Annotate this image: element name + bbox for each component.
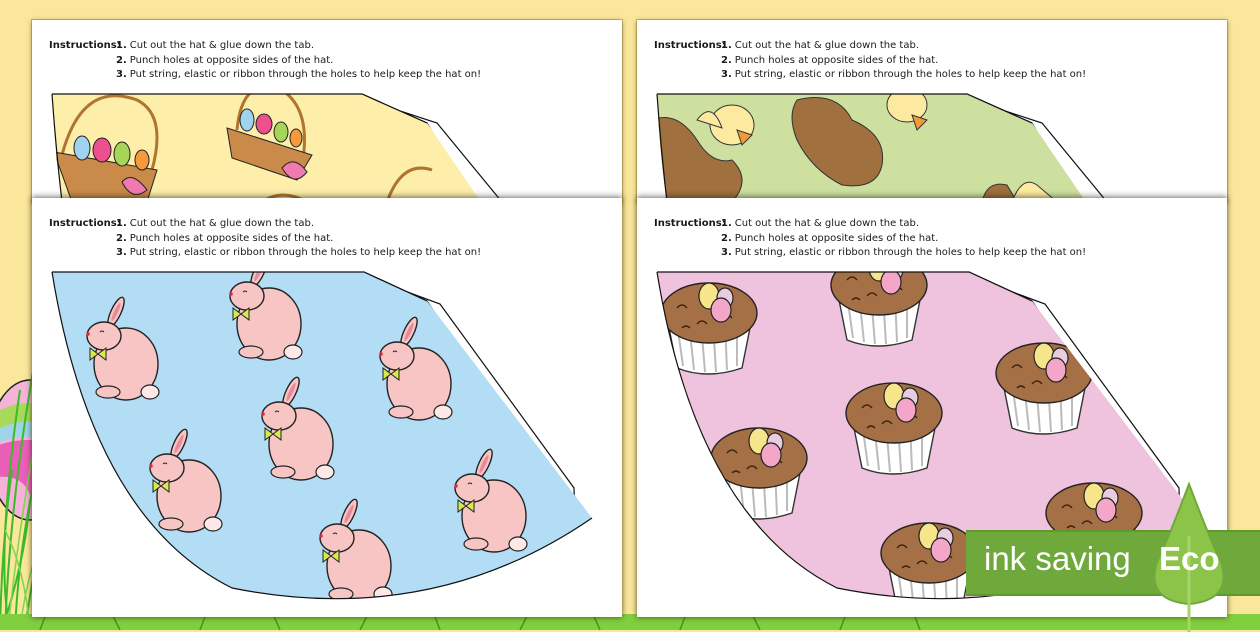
instructions-block: Instructions:1.Cut out the hat & glue do… [49, 39, 481, 83]
instructions-label: Instructions: [654, 218, 726, 229]
basket-motif [53, 94, 159, 202]
instruction-step-3: Put string, elastic or ribbon through th… [734, 69, 1087, 80]
hat-template-bunnies [51, 271, 593, 600]
basket-motif [226, 94, 313, 181]
instruction-step-2: Punch holes at opposite sides of the hat… [129, 54, 334, 66]
nest-cake-motif [660, 282, 758, 375]
instruction-step-2: Punch holes at opposite sides of the hat… [734, 232, 939, 244]
hat-sheet-baskets: Instructions:1.Cut out the hat & glue do… [32, 20, 622, 202]
leaf-drop-icon [1153, 482, 1225, 632]
instruction-step-2: Punch holes at opposite sides of the hat… [129, 232, 334, 244]
hat-template-chicks [656, 93, 1187, 202]
eco-label: Eco [1159, 540, 1220, 577]
instructions-label: Instructions: [654, 40, 726, 51]
instruction-step-3: Put string, elastic or ribbon through th… [129, 247, 482, 258]
instructions-label: Instructions: [49, 40, 121, 51]
instruction-step-3: Put string, elastic or ribbon through th… [734, 247, 1087, 258]
chick-nest-motif [657, 104, 755, 202]
instruction-step-2: Punch holes at opposite sides of the hat… [734, 54, 939, 66]
instruction-step-1: Cut out the hat & glue down the tab. [734, 218, 919, 229]
instruction-step-1: Cut out the hat & glue down the tab. [129, 40, 314, 51]
instructions-block: Instructions:1.Cut out the hat & glue do… [654, 39, 1086, 83]
instruction-step-1: Cut out the hat & glue down the tab. [129, 218, 314, 229]
instructions-label: Instructions: [49, 218, 121, 229]
instructions-block: Instructions:1.Cut out the hat & glue do… [49, 217, 481, 261]
hat-template-baskets [51, 93, 582, 202]
ink-saving-label: ink saving [984, 540, 1131, 577]
hat-sheet-chicks: Instructions:1.Cut out the hat & glue do… [637, 20, 1227, 202]
instructions-block: Instructions:1.Cut out the hat & glue do… [654, 217, 1086, 261]
instruction-step-1: Cut out the hat & glue down the tab. [734, 40, 919, 51]
eco-ink-saving-badge: ink saving Eco [966, 482, 1260, 632]
hat-sheet-bunnies: Instructions:1.Cut out the hat & glue do… [32, 198, 622, 617]
instruction-step-3: Put string, elastic or ribbon through th… [129, 69, 482, 80]
chick-nest-motif [791, 94, 928, 187]
